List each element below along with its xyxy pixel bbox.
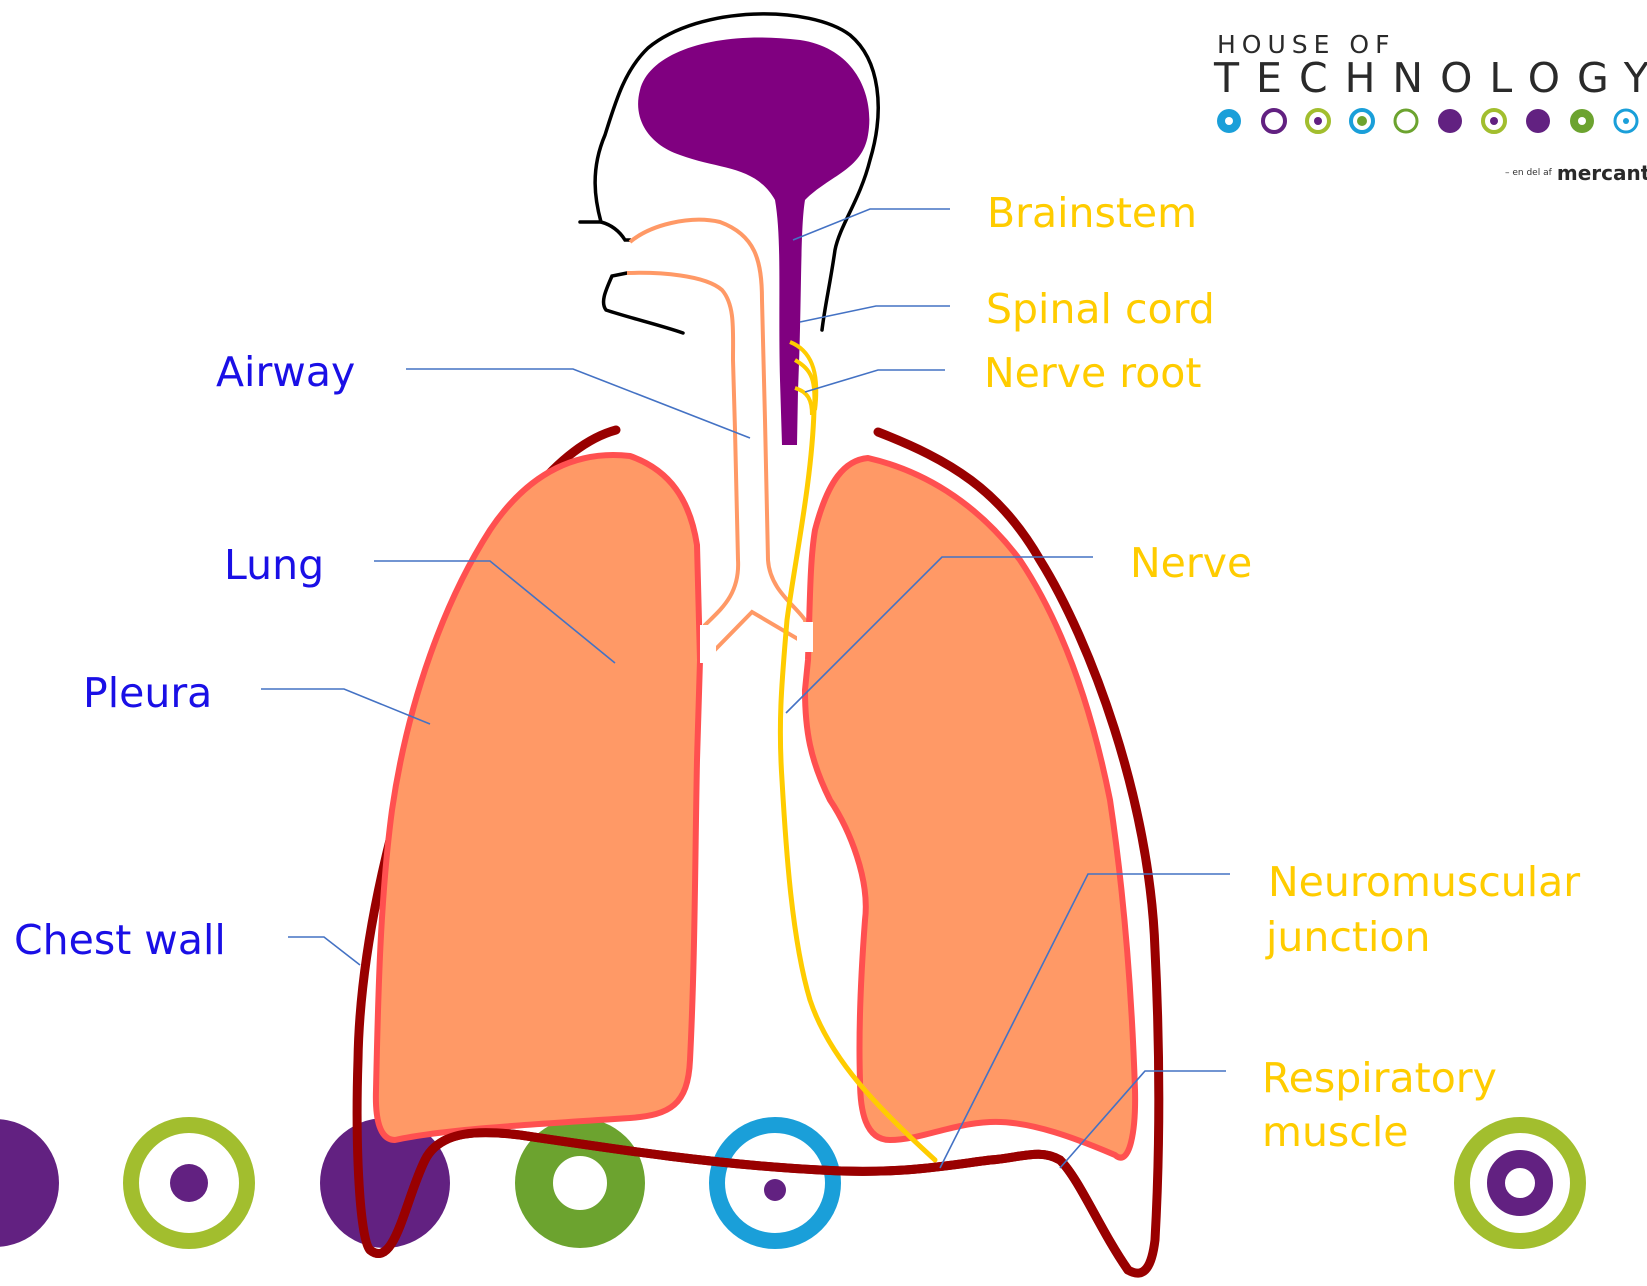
label-resp-line2: muscle bbox=[1262, 1112, 1408, 1154]
bronchi bbox=[705, 612, 808, 660]
label-nerve-root: Nerve root bbox=[984, 353, 1201, 395]
logo-dot-2 bbox=[1263, 110, 1285, 132]
deco-dot-purple bbox=[170, 1164, 208, 1202]
label-nmj-line1: Neuromuscular bbox=[1268, 862, 1580, 904]
logo-dot-9-inner bbox=[1578, 117, 1586, 125]
label-spinal-cord: Spinal cord bbox=[986, 289, 1215, 331]
leader-chest-wall bbox=[288, 937, 360, 965]
label-pleura: Pleura bbox=[83, 673, 212, 715]
logo-dots bbox=[1217, 109, 1637, 133]
label-chest-wall: Chest wall bbox=[14, 920, 226, 962]
label-airway: Airway bbox=[216, 352, 355, 394]
logo-dot-6 bbox=[1438, 109, 1462, 133]
logo-dot-5 bbox=[1395, 110, 1417, 132]
deco-ring-lime-right bbox=[1462, 1125, 1578, 1241]
deco-circle-purple-left bbox=[0, 1119, 59, 1247]
diaphragm bbox=[370, 1133, 1128, 1270]
logo-dot-1-inner bbox=[1225, 117, 1233, 125]
deco-dot-purple-small bbox=[764, 1179, 786, 1201]
logo-dot-10-inner bbox=[1623, 118, 1629, 124]
label-nmj-line2: junction bbox=[1266, 917, 1430, 959]
label-brainstem: Brainstem bbox=[987, 193, 1197, 235]
right-lung bbox=[805, 458, 1135, 1158]
label-nerve: Nerve bbox=[1130, 543, 1252, 585]
leader-airway bbox=[406, 369, 750, 438]
logo-dot-3-inner bbox=[1314, 117, 1322, 125]
logo-subline: – en del af mercantec+ bbox=[1505, 160, 1647, 185]
left-lung bbox=[376, 455, 700, 1140]
leader-brainstem bbox=[793, 209, 950, 240]
jaw-outline bbox=[604, 273, 683, 333]
logo-sub-brand: mercantec bbox=[1557, 161, 1647, 185]
label-lung: Lung bbox=[224, 545, 324, 587]
leader-pleura bbox=[261, 689, 430, 724]
logo-dot-7-inner bbox=[1490, 117, 1498, 125]
deco-ring-purple-right bbox=[1496, 1159, 1544, 1207]
leader-nerve-root bbox=[805, 370, 945, 392]
label-resp-line1: Respiratory bbox=[1262, 1058, 1497, 1100]
logo-dot-4-inner bbox=[1357, 116, 1367, 126]
mouth-line bbox=[601, 222, 630, 240]
logo-sub-prefix: – en del af bbox=[1505, 168, 1552, 178]
left-hilum-gap bbox=[700, 625, 716, 663]
logo-line2: TECHNOLOGY bbox=[1214, 54, 1647, 102]
right-hilum-gap bbox=[797, 622, 813, 652]
logo-dot-8 bbox=[1526, 109, 1550, 133]
